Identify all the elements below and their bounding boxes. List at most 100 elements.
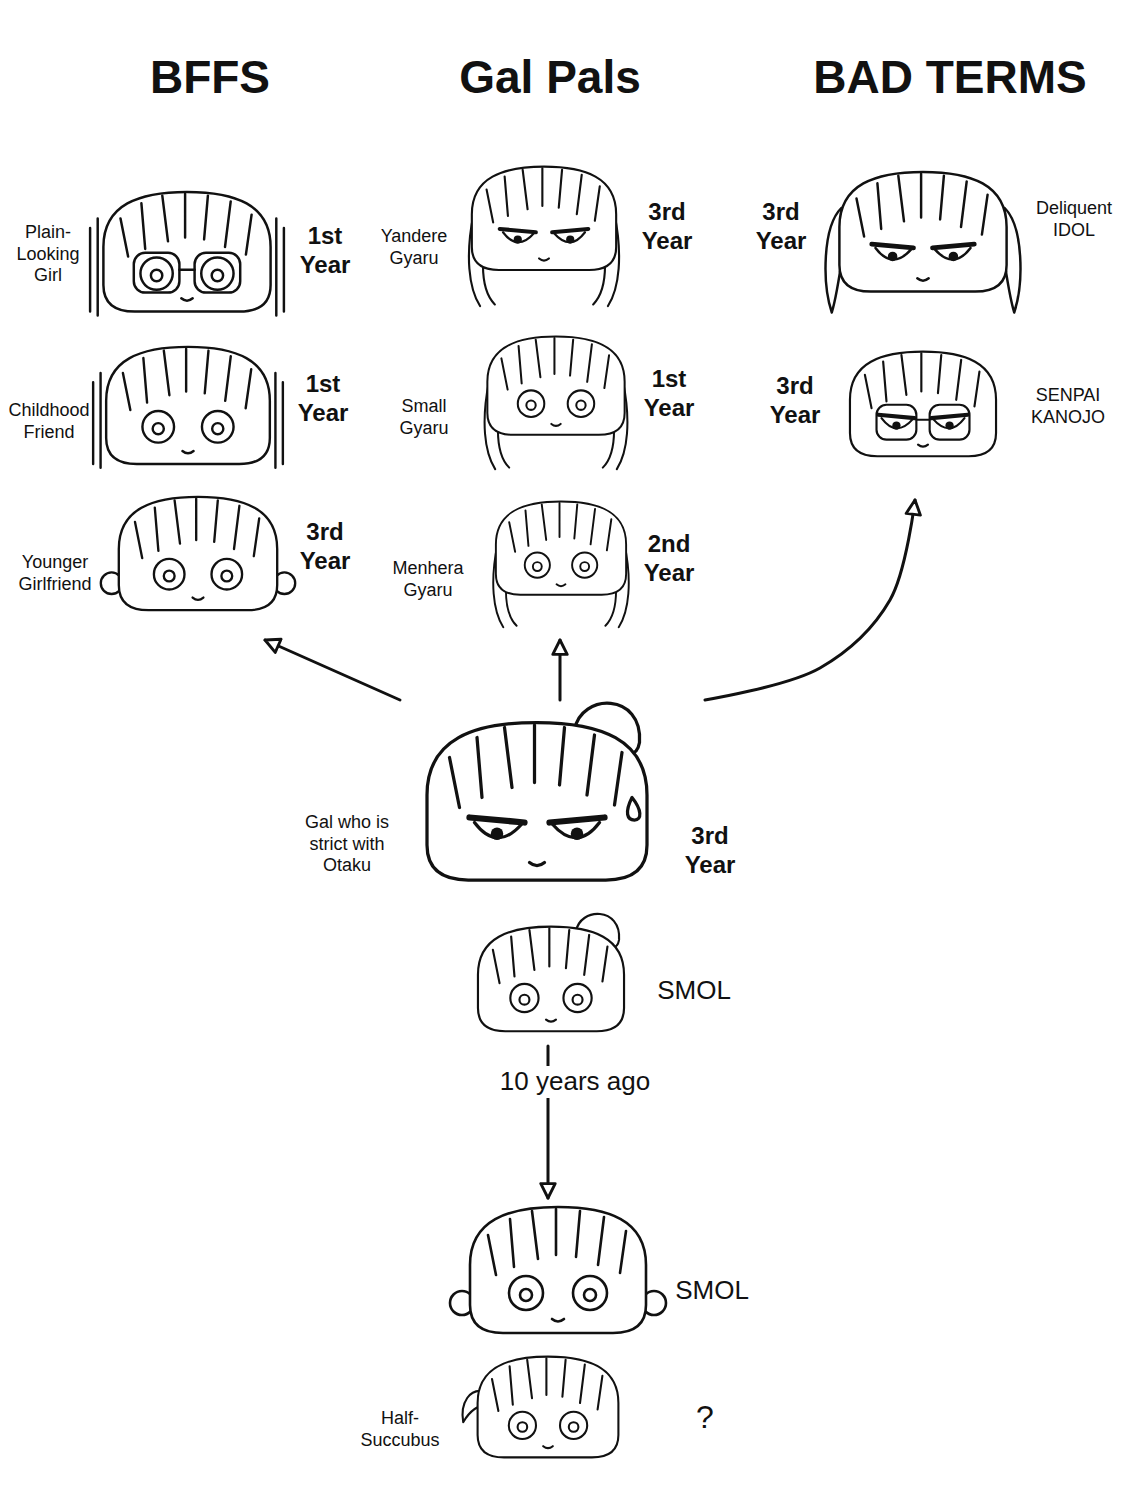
round-eyes (154, 559, 242, 590)
face-outline (487, 337, 624, 435)
character-face (493, 501, 629, 627)
character-face (463, 1357, 619, 1458)
hair-fringe (493, 928, 608, 983)
character-label: Plain-Looking Girl (6, 222, 90, 287)
column-heading: Gal Pals (400, 50, 700, 105)
glasses (877, 405, 970, 440)
round-eyes (142, 411, 233, 443)
hair-fringe (135, 499, 259, 558)
school-year: 1st Year (292, 222, 358, 280)
column-heading: BAD TERMS (800, 50, 1100, 105)
school-year: 2nd Year (636, 530, 702, 588)
mouth (530, 863, 545, 866)
round-eyes (525, 553, 598, 578)
hair-fringe (501, 338, 609, 389)
mouth (181, 298, 192, 300)
character-card: Yandere Gyaru 3rd Year (369, 160, 703, 310)
character-label: SMOL (670, 1275, 754, 1306)
mouth (193, 598, 204, 600)
character-card: Childhood Friend 1st Year (4, 338, 362, 470)
character-label: SMOL (652, 975, 736, 1006)
mouth (918, 445, 928, 447)
face-outline (470, 1207, 646, 1333)
character-face (469, 167, 619, 306)
character-card: SMOL (460, 918, 745, 1046)
relation-arrow (559, 640, 562, 700)
character-card: Small Gyaru 1st Year (369, 326, 703, 476)
mouth (546, 1020, 556, 1022)
character-card: Half-Succubus? (348, 1348, 728, 1486)
school-year: 3rd Year (292, 518, 358, 576)
group-column: BAD TERMS 3rd YearDeliquent IDOL 3rd Year S… (744, 40, 1125, 500)
question-mark: ? (688, 1398, 722, 1436)
mouth (543, 1446, 553, 1448)
school-year: 3rd Year (634, 198, 700, 256)
mouth (551, 424, 560, 426)
school-year: 3rd Year (678, 822, 742, 880)
mouth (182, 451, 193, 453)
character-card: SMOL (446, 1198, 758, 1340)
hair-fringe (450, 725, 623, 808)
school-year: 1st Year (636, 365, 702, 423)
round-eyes (509, 1276, 607, 1310)
sleepy-eyes (872, 244, 975, 261)
relation-arrow (705, 500, 915, 700)
face-outline (427, 723, 647, 881)
character-label: Younger Girlfriend (6, 552, 104, 595)
mouth (552, 1319, 564, 1322)
sleepy-eyes (470, 818, 605, 841)
mouth (539, 258, 549, 260)
character-face (93, 347, 283, 468)
round-eyes (509, 1412, 587, 1439)
character-face (826, 172, 1021, 313)
character-label: Yandere Gyaru (370, 226, 458, 269)
hair-fringe (857, 174, 988, 237)
character-face (90, 192, 284, 316)
character-label: Menhera Gyaru (374, 558, 482, 601)
round-eyes (140, 257, 233, 289)
sleepy-eyes (878, 415, 968, 430)
relation-arrow (265, 640, 400, 700)
character-card: 3rd Year SENPAI KANOJO (746, 340, 1123, 475)
character-card: Gal who is strict with Otaku3rd Year (288, 700, 745, 900)
face-outline (839, 172, 1006, 292)
character-label: Small Gyaru (376, 396, 472, 439)
edge-label: 10 years ago (496, 1066, 654, 1097)
character-face (427, 703, 647, 880)
face-outline (103, 192, 270, 312)
character-label: Half-Succubus (350, 1408, 450, 1451)
sleepy-eyes (500, 229, 589, 244)
character-label: SENPAI KANOJO (1018, 385, 1118, 428)
mouth (557, 584, 566, 586)
hair-fringe (509, 503, 611, 552)
face-outline (478, 927, 624, 1032)
hair-fringe (123, 349, 251, 410)
character-label: Childhood Friend (4, 400, 94, 443)
character-face (478, 914, 624, 1031)
school-year: 1st Year (290, 370, 356, 428)
face-outline (850, 352, 996, 457)
glasses (134, 253, 240, 293)
character-card: 3rd YearDeliquent IDOL (746, 165, 1123, 305)
hair-fringe (121, 194, 252, 257)
school-year: 3rd Year (762, 372, 828, 430)
character-card: Menhera Gyaru 2nd Year (369, 490, 703, 630)
character-label: Deliquent IDOL (1028, 198, 1120, 241)
round-eyes (510, 984, 591, 1012)
face-outline (478, 1357, 619, 1458)
character-card: Younger Girlfriend 3rd Year (4, 488, 362, 620)
character-face (485, 337, 628, 470)
round-eyes (518, 390, 594, 417)
column-heading: BFFS (60, 50, 360, 105)
connector-group (265, 500, 915, 1198)
character-card: Plain-Looking Girl 1st Year (4, 188, 362, 320)
group-column: Gal PalsYandere Gyaru 3rd YearSmall Gyaru… (368, 40, 706, 640)
character-face (450, 1207, 666, 1333)
face-outline (472, 167, 616, 270)
hair-fringe (865, 353, 980, 408)
hair-fringe (487, 168, 600, 222)
face-outline (496, 501, 626, 594)
face-outline (119, 497, 277, 610)
